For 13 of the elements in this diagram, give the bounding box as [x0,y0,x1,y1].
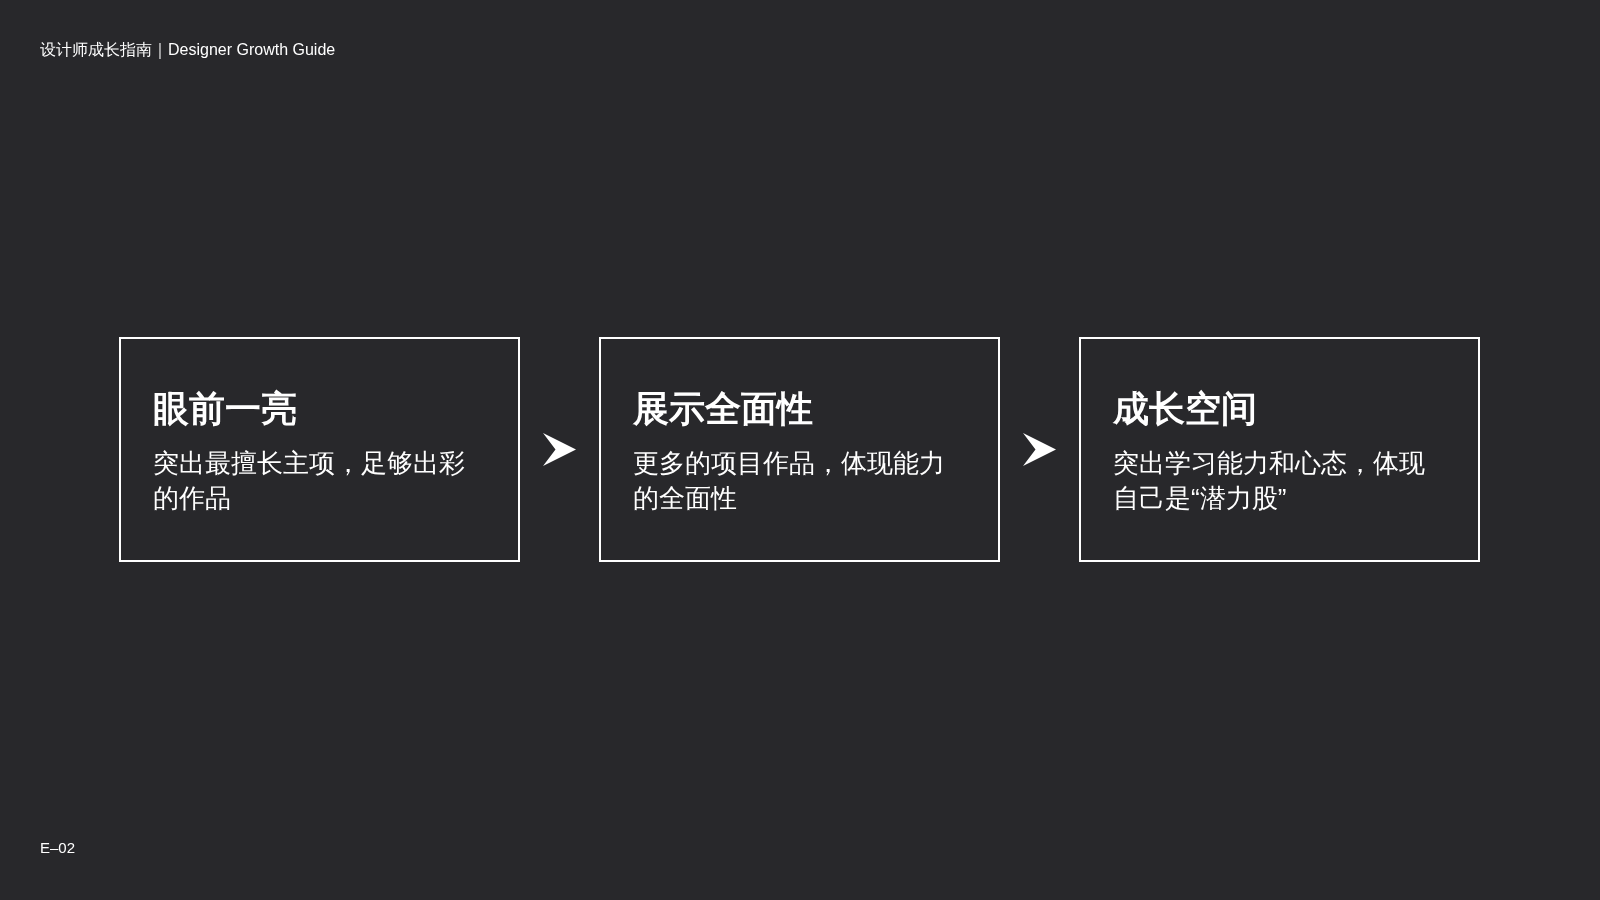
box-description: 突出学习能力和心态，体现自己是“潜力股” [1113,447,1426,515]
process-box [119,337,520,562]
header-title: 设计师成长指南｜Designer Growth Guide [40,40,336,60]
box-description: 突出最擅长主项，足够出彩的作品 [153,447,466,515]
box-heading: 展示全面性 [633,387,813,431]
box-heading: 成长空间 [1113,387,1257,431]
box-description: 更多的项目作品，体现能力的全面性 [633,447,946,515]
box-heading: 眼前一亮 [153,387,297,431]
process-box [1079,337,1480,562]
process-box [599,337,1000,562]
page-number: E–02 [40,838,76,858]
chevron-arrow [1023,433,1056,466]
chevron-arrow [543,433,576,466]
